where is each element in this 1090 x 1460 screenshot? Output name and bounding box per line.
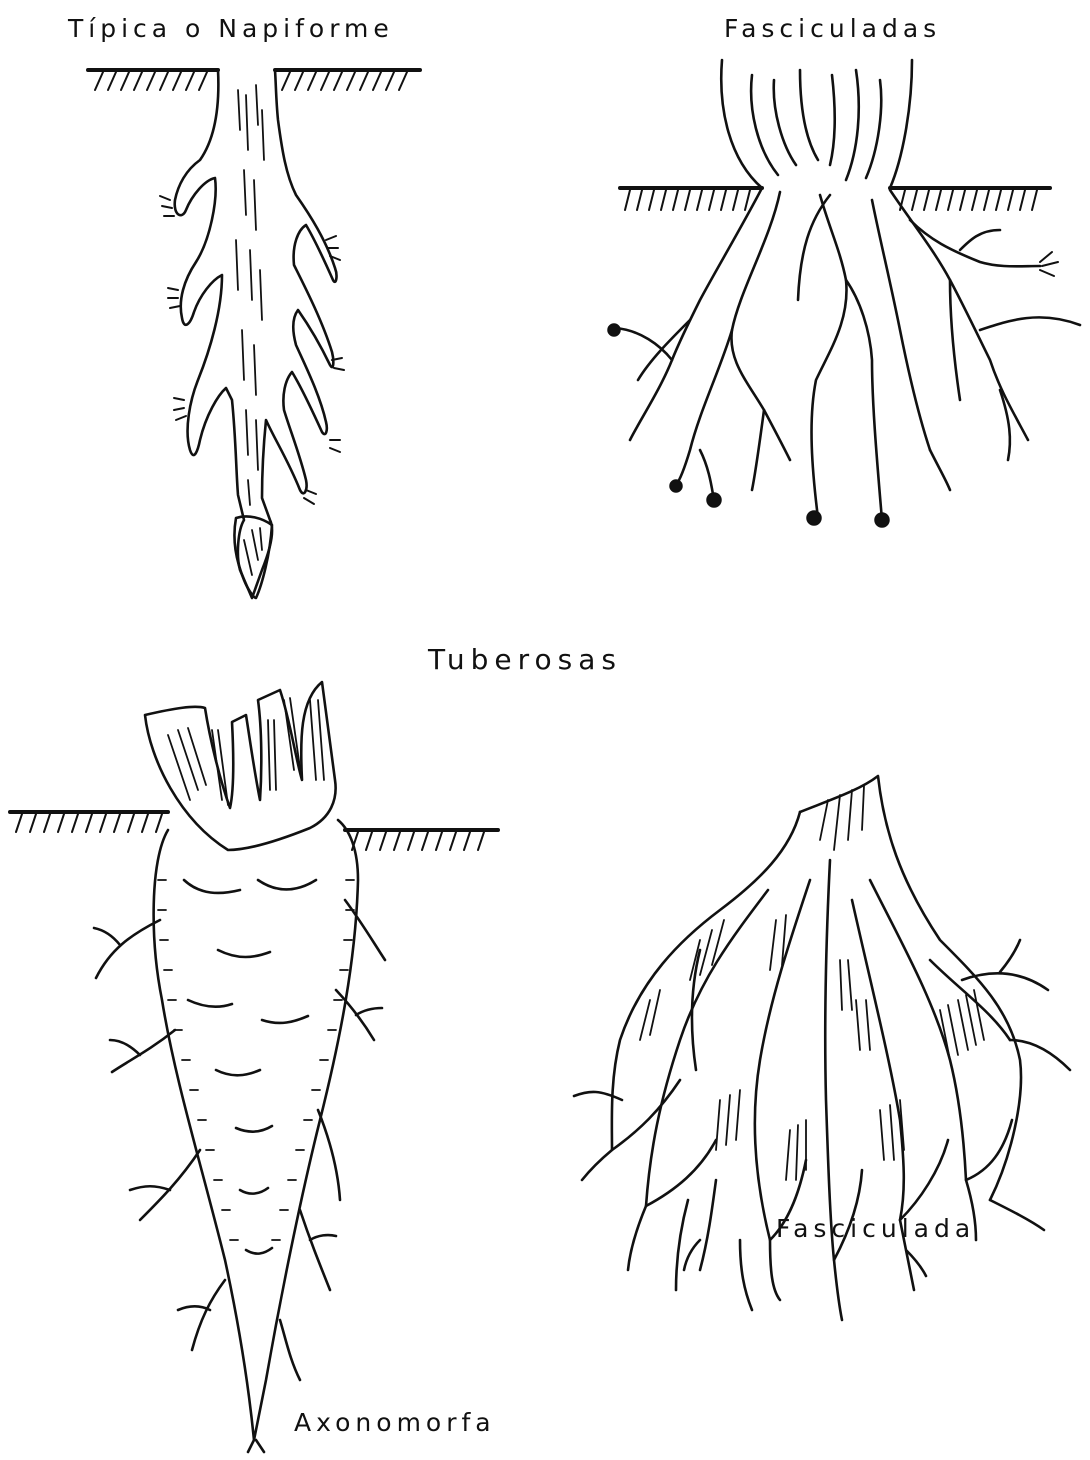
stem-bundle-lines <box>751 70 881 180</box>
taproot-drawing <box>88 70 420 598</box>
fascicled-crown-outline <box>800 776 1021 1200</box>
carrot-rings <box>184 880 316 1254</box>
fascicled-rootlets <box>574 940 1070 1320</box>
fascicled-tuber-drawing <box>574 776 1070 1320</box>
fibrous-roots-drawing <box>608 60 1080 527</box>
fibrous-root-strands <box>615 188 1080 520</box>
fascicled-tuber-lobes <box>612 812 1012 1260</box>
carrot-tip <box>248 1440 264 1452</box>
carrot-body-outline <box>154 820 358 1440</box>
soil-hatching <box>95 72 407 90</box>
fascicled-striations <box>640 786 984 1180</box>
stem-bundle-outline <box>721 60 912 188</box>
fibrous-root-hair-tufts <box>608 252 1058 527</box>
soil-hatching-fib <box>625 190 1037 210</box>
carrot-leaf-bases <box>145 682 336 850</box>
axonomorphic-tuber-drawing <box>10 682 498 1452</box>
soil-hatching-carrot <box>16 814 484 850</box>
carrot-lateral-rootlets <box>94 900 385 1380</box>
carrot-edge-ticks <box>158 880 354 1240</box>
